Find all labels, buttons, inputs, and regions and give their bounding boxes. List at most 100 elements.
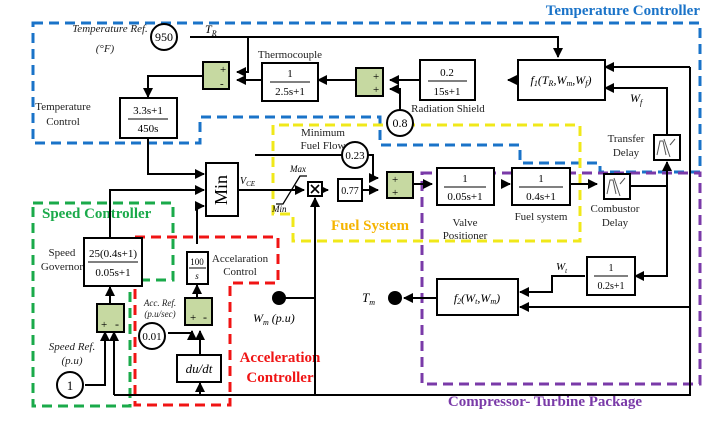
temp-control-label-1: Temperature [35, 101, 91, 113]
fuel-system-boundary [271, 123, 582, 243]
wire-wt-to-f2 [519, 275, 585, 297]
tf-num: 1 [462, 173, 468, 185]
wm-input-port[interactable] [272, 291, 286, 305]
wire-tr-to-f1 [190, 36, 563, 58]
acc-error-sum[interactable]: + - [184, 297, 213, 326]
temp-ref-constant[interactable]: 950 [150, 23, 178, 51]
minus-sign: - [220, 78, 224, 90]
acceleration-controller-title-2: Controller [246, 370, 314, 386]
min-fuel-label-2: Fuel Flow [301, 140, 346, 152]
wt-label: Wt [556, 261, 568, 275]
wire-023-to-fuel-sum [255, 154, 379, 183]
tm-output-port[interactable] [388, 291, 402, 305]
sat-min-label: Min [271, 204, 287, 214]
multiply-icon [310, 184, 320, 194]
plus-sign: + [373, 84, 379, 96]
plus-sign: + [101, 319, 107, 331]
f2-function-block[interactable]: f2(Wt,Wm) [436, 278, 519, 316]
thermocouple-block[interactable]: 1 2.5s+1 [261, 62, 319, 102]
min-label: Min [211, 175, 231, 205]
acc-ref-value: 0.01 [142, 331, 161, 343]
valve-positioner-block[interactable]: 1 0.05s+1 [436, 167, 495, 206]
gain-block[interactable]: 0.77 [337, 178, 363, 202]
delay-icon [656, 138, 676, 158]
tf-den: s [195, 271, 199, 281]
speed-ref-value: 1 [67, 378, 74, 393]
wire-wm-bus [114, 67, 691, 396]
compressor-turbine-title: Compressor- Turbine Package [448, 394, 643, 410]
wire-to-turbine-tf [634, 186, 668, 281]
acceleration-controller-boundary [133, 235, 280, 407]
plus-sign: + [220, 64, 226, 76]
temp-ref-value: 950 [155, 30, 173, 44]
tf-num: 0.2 [440, 67, 454, 79]
derivative-block[interactable]: du/dt [176, 354, 222, 383]
wire-temp-sum-to-control [143, 75, 203, 98]
multiplier-block[interactable] [307, 181, 323, 197]
f1-label: f1(TR,Wm,Wf) [531, 73, 592, 88]
fuel-system-block-label: Fuel system [515, 211, 568, 223]
gain-value: 0.77 [341, 186, 359, 197]
plus-sign: + [392, 174, 398, 186]
temperature-controller-title: Temperature Controller [546, 3, 701, 19]
f1-function-block[interactable]: f1(TR,Wm,Wf) [517, 59, 606, 101]
min-selector-block[interactable]: Min [205, 162, 239, 217]
speed-ref-constant[interactable]: 1 [56, 371, 84, 399]
tr-label: TR [205, 22, 217, 38]
minus-sign: - [203, 310, 207, 324]
tf-den: 2.5s+1 [275, 86, 305, 98]
temp-control-label-2: Control [46, 116, 80, 128]
wire-temp-control-to-min [147, 138, 205, 179]
temp-control-block[interactable]: 3.3s+1 450s [119, 97, 178, 139]
fuel-sum[interactable]: + + [386, 171, 414, 199]
wire-speed-gov-to-min [109, 185, 205, 244]
speed-ref-label-2: (p.u) [61, 355, 82, 367]
saturation-icon [276, 175, 307, 205]
speed-governor-block[interactable]: 25(0.4s+1) 0.05s+1 [83, 237, 143, 287]
combustor-label-2: Delay [602, 217, 629, 229]
radiation-shield-label: Radiation Shield [411, 103, 485, 115]
plus-sign: + [392, 187, 398, 199]
transfer-delay-block[interactable] [653, 134, 681, 161]
min-fuel-label-1: Minimum [301, 127, 345, 139]
transfer-label-2: Delay [613, 147, 640, 159]
speed-ref-label-1: Speed Ref. [49, 341, 95, 353]
wf-label: Wf [630, 91, 644, 107]
wire-ref-to-speed-sum [85, 331, 110, 386]
temp-error-sum[interactable]: + - [202, 61, 230, 90]
tm-label: Tm [362, 290, 375, 307]
acc-ref-label-2: (p.u/sec) [144, 309, 175, 319]
speed-error-sum[interactable]: + - [96, 303, 125, 333]
valve-label-1: Valve [452, 217, 477, 229]
radiation-shield-block[interactable]: 0.2 15s+1 [419, 59, 476, 101]
wire-001-to-acc-sum [168, 330, 197, 340]
f2-label: f2(Wt,Wm) [454, 291, 500, 306]
radiation-sum[interactable]: + + [355, 67, 384, 97]
min-fuel-value: 0.23 [345, 150, 365, 162]
fuel-system-block[interactable]: 1 0.4s+1 [511, 167, 571, 206]
combustor-delay-block[interactable] [603, 173, 631, 200]
radiation-constant[interactable]: 0.8 [386, 109, 414, 137]
tf-den: 15s+1 [434, 86, 461, 98]
tf-den: 450s [138, 123, 159, 135]
thermocouple-label: Thermocouple [258, 49, 322, 61]
valve-label-2: Positioner [443, 230, 488, 242]
wire-wf-to-f1 [604, 83, 668, 135]
vce-label: VCE [240, 176, 256, 188]
min-fuel-constant[interactable]: 0.23 [341, 141, 369, 169]
speed-controller-title: Speed Controller [42, 206, 152, 222]
acc-integrator-block[interactable]: 100 s [186, 251, 209, 285]
minus-sign: - [115, 317, 119, 331]
du-dt-label: du/dt [186, 361, 213, 376]
fuel-system-title: Fuel System [331, 218, 409, 234]
tf-num: 25(0.4s+1) [89, 248, 137, 260]
temp-ref-label: Temperature Ref. [72, 23, 148, 35]
turbine-tf-block[interactable]: 1 0.2s+1 [586, 256, 636, 296]
speed-gov-label-1: Speed [49, 247, 76, 259]
acc-ref-constant[interactable]: 0.01 [138, 322, 166, 350]
tf-num: 3.3s+1 [133, 105, 163, 117]
tf-den: 0.2s+1 [597, 281, 624, 292]
tf-den: 0.05s+1 [447, 191, 482, 203]
wire-tr-to-temp-sum [236, 37, 249, 77]
